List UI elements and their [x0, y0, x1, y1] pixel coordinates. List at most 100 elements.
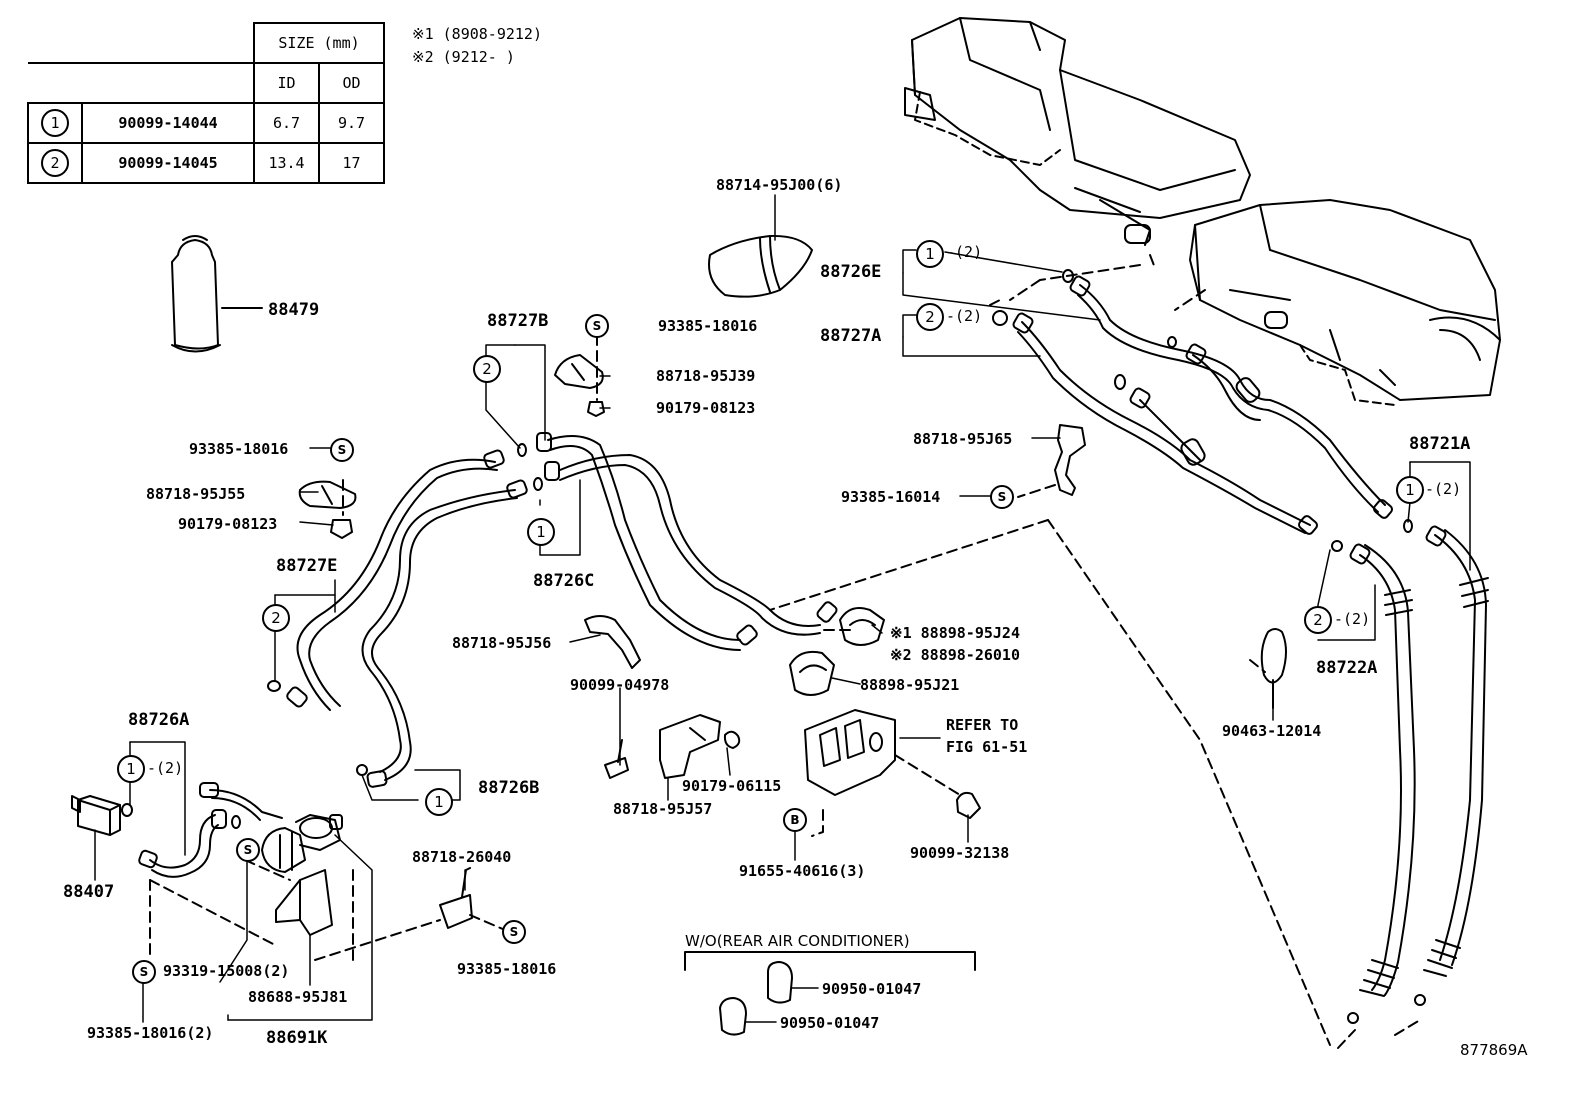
label-leader-lines: [94, 194, 1471, 1023]
label-88718-95J57[interactable]: 88718-95J57: [613, 800, 713, 818]
label-90179-06115[interactable]: 90179-06115: [682, 777, 782, 795]
callout-1-88721A: 1: [1396, 476, 1424, 504]
tube-88726A: [138, 809, 227, 878]
grommet-90099-32138: [956, 791, 981, 819]
callout-1-88726E: 1: [916, 240, 944, 268]
refer-to-text: REFER TO: [946, 716, 1019, 734]
plug-90950-bottom: [719, 997, 747, 1036]
col-od: OD: [318, 62, 385, 104]
row-part: 90099-14044: [81, 102, 255, 144]
label-88898-26010[interactable]: ※2 88898-26010: [890, 646, 1020, 664]
bracket-88688-95J81: [275, 869, 333, 936]
callout-1-88726A: 1: [117, 755, 145, 783]
label-88726C[interactable]: 88726C: [533, 571, 595, 591]
tube-fittings: [286, 432, 838, 788]
qty-88722A: -(2): [1334, 610, 1371, 628]
clamp-88718-95J39: [554, 354, 604, 389]
row-od: 9.7: [318, 102, 385, 144]
label-88718-26040[interactable]: 88718-26040: [412, 848, 512, 866]
pressure-switch-88407: [71, 795, 121, 836]
label-88691K[interactable]: 88691K: [266, 1028, 328, 1048]
nut-90179-08123-top: [587, 401, 605, 417]
label-90950-01047-b[interactable]: 90950-01047: [780, 1014, 880, 1032]
label-88727A[interactable]: 88727A: [820, 326, 882, 346]
bracket-88718-26040: [439, 867, 473, 929]
rear-ac-unit-housing: [1189, 199, 1501, 406]
bracket-88718-95J57: [659, 714, 721, 779]
row-key: 2: [41, 149, 69, 177]
row-id: 13.4: [253, 142, 320, 184]
label-90179-08123-left[interactable]: 90179-08123: [178, 515, 278, 533]
label-88727B[interactable]: 88727B: [487, 311, 549, 331]
note-1: ※1 (8908-9212): [412, 25, 542, 43]
label-88722A[interactable]: 88722A: [1316, 658, 1378, 678]
label-93385-16014[interactable]: 93385-16014: [841, 488, 941, 506]
qty-88726A: -(2): [147, 759, 184, 777]
s-badge: S: [132, 960, 156, 984]
label-88726E[interactable]: 88726E: [820, 262, 882, 282]
label-88898-95J24[interactable]: ※1 88898-95J24: [890, 624, 1020, 642]
qty-88727A: -(2): [946, 307, 983, 325]
bracket-88718-95J56: [584, 615, 641, 669]
row-key: 1: [41, 109, 69, 137]
qty-88726E: -(2): [946, 243, 983, 261]
label-88688-95J81[interactable]: 88688-95J81: [248, 988, 348, 1006]
label-90179-08123-top[interactable]: 90179-08123: [656, 399, 756, 417]
front-ac-tubes: [296, 435, 821, 781]
figure-code: 877869A: [1460, 1041, 1528, 1059]
label-88727E[interactable]: 88727E: [276, 556, 338, 576]
table-row: 1 90099-14044 6.7 9.7: [27, 102, 385, 144]
label-93385-18016-left[interactable]: 93385-18016: [189, 440, 289, 458]
front-ac-unit-housing: [904, 17, 1251, 246]
label-90099-04978[interactable]: 90099-04978: [570, 676, 670, 694]
label-90950-01047-a[interactable]: 90950-01047: [822, 980, 922, 998]
rubber-tube-88714: [708, 234, 813, 298]
callout-1-88726C: 1: [527, 518, 555, 546]
label-88898-95J21[interactable]: 88898-95J21: [860, 676, 960, 694]
row-id: 6.7: [253, 102, 320, 144]
s-badge: S: [502, 920, 526, 944]
label-88407[interactable]: 88407: [63, 882, 115, 902]
label-88718-95J65[interactable]: 88718-95J65: [913, 430, 1013, 448]
label-93385-18016-bottom[interactable]: 93385-18016: [457, 960, 557, 978]
label-91655-40616[interactable]: 91655-40616(3): [739, 862, 866, 880]
callout-2-88727B: 2: [473, 355, 501, 383]
clamp-88898-95J21: [789, 650, 835, 696]
expansion-valve-88691K: [199, 782, 343, 873]
label-93319-15008[interactable]: 93319-15008(2): [163, 962, 290, 980]
col-id: ID: [253, 62, 320, 104]
row-od: 17: [318, 142, 385, 184]
label-88726A[interactable]: 88726A: [128, 710, 190, 730]
o-rings: [121, 269, 1426, 1024]
b-badge: B: [783, 808, 807, 832]
label-88718-95J55[interactable]: 88718-95J55: [146, 485, 246, 503]
rear-ac-tubes: [1017, 284, 1487, 996]
label-93385-18016-qty2[interactable]: 93385-18016(2): [87, 1024, 214, 1042]
label-88479[interactable]: 88479: [268, 300, 320, 320]
band-90463-12014: [1260, 628, 1287, 709]
label-88721A[interactable]: 88721A: [1409, 434, 1471, 454]
rear-tube-fittings: [1012, 275, 1489, 997]
nut-90179-08123-left: [330, 519, 353, 539]
table-row: 2 90099-14045 13.4 17: [27, 142, 385, 184]
callout-1-88726B: 1: [425, 788, 453, 816]
size-header: SIZE (mm): [253, 22, 385, 64]
label-88726B[interactable]: 88726B: [478, 778, 540, 798]
ac-leader-lines: [989, 254, 1206, 311]
label-88714-95J00[interactable]: 88714-95J00(6): [716, 176, 843, 194]
label-90463-12014[interactable]: 90463-12014: [1222, 722, 1322, 740]
callout-2-88727E: 2: [262, 604, 290, 632]
s-badge: S: [990, 485, 1014, 509]
callout-2-88727A: 2: [916, 303, 944, 331]
nut-90179-06115: [723, 730, 741, 749]
label-90099-32138[interactable]: 90099-32138: [910, 844, 1010, 862]
label-93385-18016-top[interactable]: 93385-18016: [658, 317, 758, 335]
s-badge: S: [330, 438, 354, 462]
gasket-plate: [804, 709, 896, 796]
label-88718-95J39[interactable]: 88718-95J39: [656, 367, 756, 385]
plug-90950-top: [767, 961, 793, 1004]
row-part: 90099-14045: [81, 142, 255, 184]
label-88718-95J56[interactable]: 88718-95J56: [452, 634, 552, 652]
refer-fig-text[interactable]: FIG 61-51: [946, 738, 1028, 756]
note-2: ※2 (9212- ): [412, 48, 515, 66]
